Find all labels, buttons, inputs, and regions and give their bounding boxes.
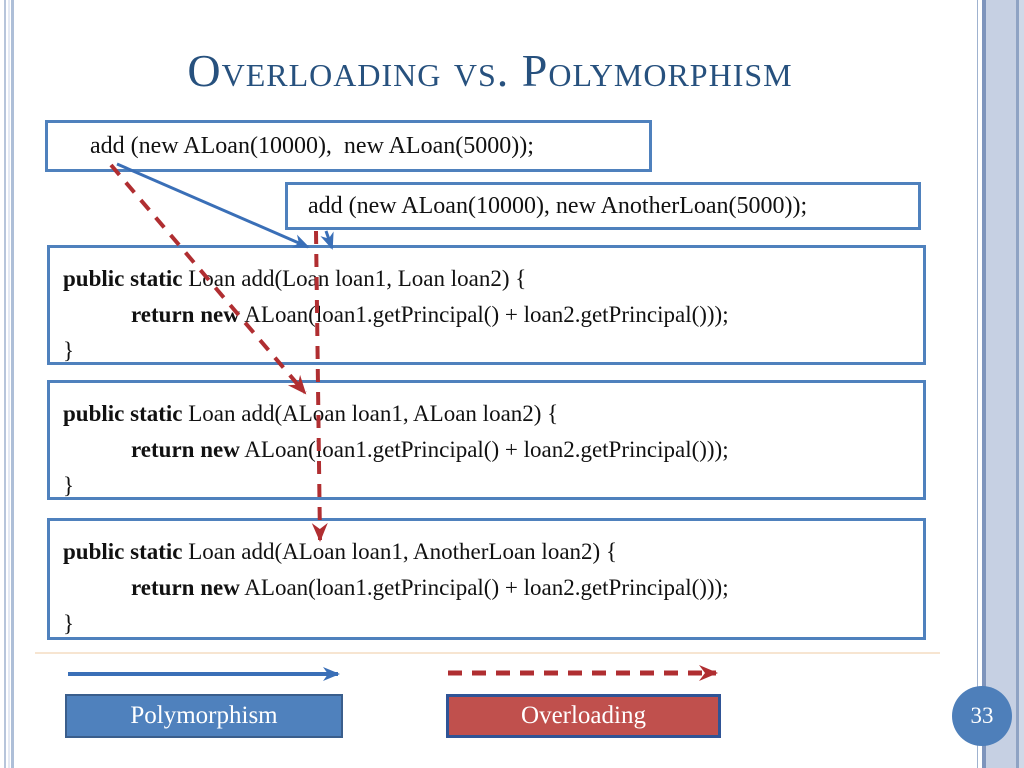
keyword: public static [63,266,183,291]
call-text: add (new ALoan(10000), new AnotherLoan(5… [308,192,808,219]
call-text: add (new ALoan(10000), new ALoan(5000)); [90,132,534,159]
page-number-badge: 33 [952,686,1012,746]
right-edge-stripe-line [982,0,986,768]
left-edge-stripe-inner [11,0,14,768]
signature-rest: Loan add(ALoan loan1, AnotherLoan loan2)… [182,539,617,564]
code-body: return new ALoan(loan1.getPrincipal() + … [63,570,923,606]
polymorphism-arrow-call1 [116,162,310,249]
legend-polymorphism-box: Polymorphism [65,694,343,738]
left-edge-stripe-gap [8,0,10,768]
call-box-aloan-anotherloan: add (new ALoan(10000), new AnotherLoan(5… [285,182,921,230]
code-signature: public static Loan add(ALoan loan1, Anot… [63,534,923,570]
body-rest: ALoan(loan1.getPrincipal() + loan2.getPr… [239,575,729,600]
left-edge-stripe-outer [4,0,6,768]
code-signature: public static Loan add(Loan loan1, Loan … [63,261,923,297]
code-signature: public static Loan add(ALoan loan1, ALoa… [63,396,923,432]
body-rest: ALoan(loan1.getPrincipal() + loan2.getPr… [239,302,729,327]
code-closing-brace: } [63,473,75,498]
right-edge-stripe-light [1019,0,1024,768]
footer-separator-line [35,652,940,654]
right-edge-stripe-thin [977,0,978,768]
legend-overloading-label: Overloading [521,702,646,729]
keyword: return new [131,437,240,462]
keyword: public static [63,539,183,564]
code-closing-brace: } [63,338,75,363]
keyword: public static [63,401,183,426]
code-box-loan-loan: public static Loan add(Loan loan1, Loan … [47,245,926,365]
code-closing-brace: } [63,611,75,636]
signature-rest: Loan add(Loan loan1, Loan loan2) { [182,266,527,291]
signature-rest: Loan add(ALoan loan1, ALoan loan2) { [182,401,559,426]
call-box-aloan-aloan: add (new ALoan(10000), new ALoan(5000)); [45,120,652,172]
code-body: return new ALoan(loan1.getPrincipal() + … [63,432,923,468]
body-rest: ALoan(loan1.getPrincipal() + loan2.getPr… [239,437,729,462]
page-number: 33 [970,703,994,728]
keyword: return new [131,575,240,600]
code-box-aloan-aloan: public static Loan add(ALoan loan1, ALoa… [47,380,926,500]
code-body: return new ALoan(loan1.getPrincipal() + … [63,297,923,333]
right-edge-stripe-dark [1016,0,1019,768]
legend-polymorphism-label: Polymorphism [130,702,278,729]
code-box-aloan-anotherloan: public static Loan add(ALoan loan1, Anot… [47,518,926,640]
slide-title: Overloading vs. Polymorphism [187,45,793,96]
right-edge-band [986,0,1016,768]
keyword: return new [131,302,240,327]
legend-overloading-box: Overloading [446,694,721,738]
